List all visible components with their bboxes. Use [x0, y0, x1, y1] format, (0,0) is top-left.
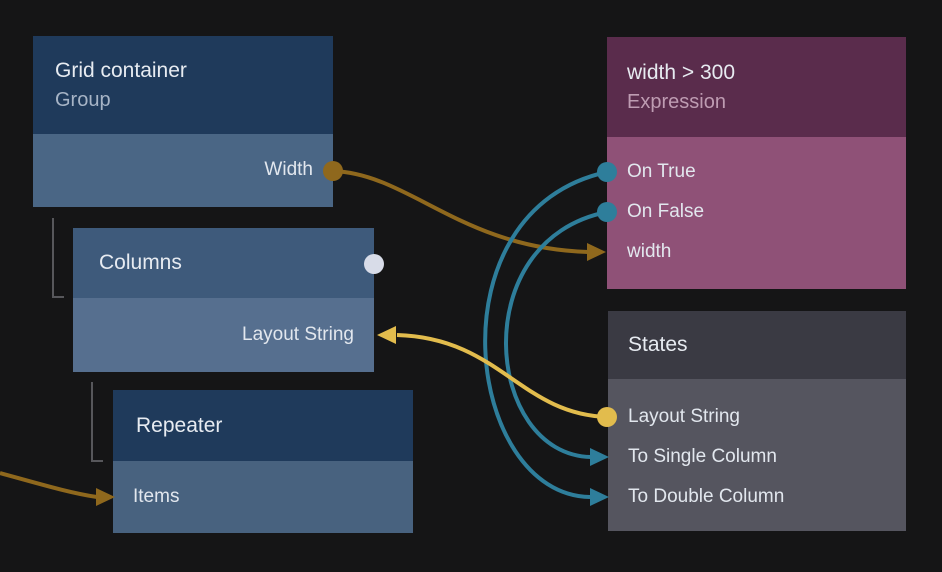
port-arrow-columns-layout-string[interactable]: [377, 326, 396, 344]
node-subtitle: Group: [55, 89, 111, 111]
node-columns-header[interactable]: Columns: [73, 228, 374, 298]
port-label: Items: [133, 486, 180, 507]
columns-header-connection-dot[interactable]: [364, 254, 384, 274]
port-layout-string-input[interactable]: Layout String: [73, 315, 374, 355]
port-arrow-expression-width[interactable]: [587, 243, 606, 261]
port-on-true-output[interactable]: On True: [607, 152, 906, 192]
port-to-single-column-input[interactable]: To Single Column: [608, 437, 906, 477]
port-on-false-output[interactable]: On False: [607, 192, 906, 232]
node-grid-container-body: Width: [33, 134, 333, 207]
node-grid-container[interactable]: Grid container Group Width: [33, 36, 333, 207]
node-title: Repeater: [136, 413, 223, 437]
port-dot-states-layout-string[interactable]: [597, 407, 617, 427]
port-arrow-items[interactable]: [96, 488, 115, 506]
port-arrow-to-single-column[interactable]: [590, 448, 609, 466]
node-title: Columns: [99, 251, 182, 274]
port-label: To Double Column: [628, 486, 785, 507]
node-repeater-body: Items: [113, 461, 413, 533]
port-layout-string-output[interactable]: Layout String: [608, 397, 906, 437]
wire-on-false-to-single-column[interactable]: [504, 210, 608, 459]
node-expression[interactable]: width > 300 Expression On True On False …: [607, 37, 906, 289]
node-repeater-header[interactable]: Repeater: [113, 390, 413, 461]
node-title: Grid container: [55, 59, 187, 82]
port-width-output[interactable]: Width: [33, 150, 333, 190]
node-expression-body: On True On False width: [607, 137, 906, 289]
port-label: Width: [264, 159, 313, 180]
node-states-header[interactable]: States: [608, 311, 906, 379]
port-to-double-column-input[interactable]: To Double Column: [608, 477, 906, 517]
port-dot-width-output[interactable]: [323, 161, 343, 181]
wire-states-layout-string-to-columns[interactable]: [396, 333, 608, 419]
node-states[interactable]: States Layout String To Single Column To…: [608, 311, 906, 531]
node-subtitle: Expression: [627, 91, 726, 113]
port-label: To Single Column: [628, 446, 777, 467]
wire-on-true-to-double-column[interactable]: [483, 170, 608, 499]
port-label: Layout String: [242, 324, 354, 345]
node-states-body: Layout String To Single Column To Double…: [608, 379, 906, 531]
node-columns[interactable]: Columns Layout String: [73, 228, 374, 372]
tree-connector-grid-columns: [52, 218, 64, 298]
node-title: width > 300: [627, 61, 735, 84]
node-repeater[interactable]: Repeater Items: [113, 390, 413, 533]
node-columns-body: Layout String: [73, 298, 374, 372]
port-width-input[interactable]: width: [607, 232, 906, 272]
port-dot-on-true[interactable]: [597, 162, 617, 182]
port-dot-on-false[interactable]: [597, 202, 617, 222]
port-label: Layout String: [628, 406, 740, 427]
port-label: width: [627, 241, 672, 262]
port-items-input[interactable]: Items: [113, 477, 413, 517]
port-arrow-to-double-column[interactable]: [590, 488, 609, 506]
port-label: On True: [627, 161, 696, 182]
port-label: On False: [627, 201, 705, 222]
tree-connector-columns-repeater: [91, 382, 103, 462]
node-grid-container-header[interactable]: Grid container Group: [33, 36, 333, 134]
node-expression-header[interactable]: width > 300 Expression: [607, 37, 906, 137]
wire-offscreen-to-items[interactable]: [0, 471, 98, 499]
node-title: States: [628, 333, 688, 356]
